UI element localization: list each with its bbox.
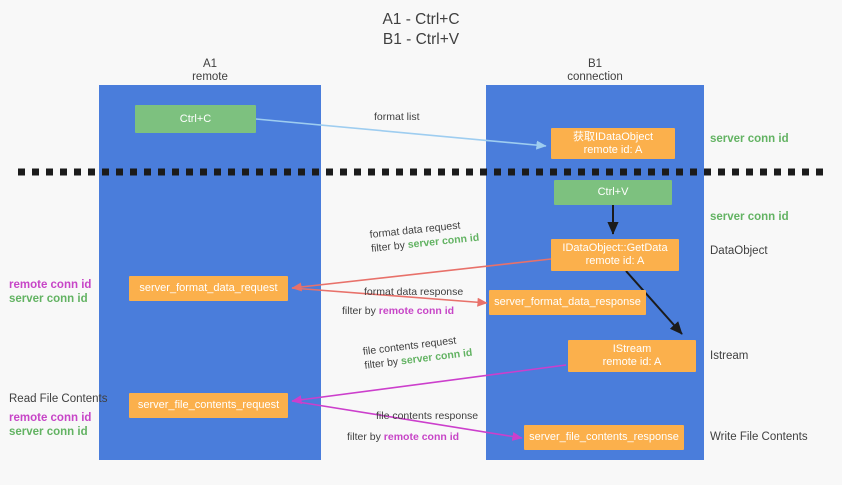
- column-header-b1: B1 connection: [505, 58, 685, 84]
- column-header-b1-name: B1: [587, 58, 603, 70]
- edge-label-format-list: format list: [374, 110, 420, 124]
- edge-label-format-data-response-emphasis: remote conn id: [378, 305, 455, 317]
- column-header-a1-sub: remote: [192, 71, 228, 83]
- node-server-format-data-response-label: server_format_data_response: [494, 296, 641, 308]
- node-server-file-contents-request-label: server_file_contents_request: [137, 399, 280, 411]
- right-label-dataobject: DataObject: [710, 245, 768, 257]
- node-get-idataobject-line2: remote id: A: [583, 143, 643, 156]
- column-header-a1-name: A1: [202, 58, 218, 70]
- left-label-format-remote-conn-id: remote conn id: [9, 279, 92, 291]
- node-ctrl-c[interactable]: Ctrl+C: [135, 105, 256, 133]
- node-server-format-data-response[interactable]: server_format_data_response: [489, 290, 646, 315]
- node-server-file-contents-request[interactable]: server_file_contents_request: [129, 393, 288, 418]
- edge-label-file-contents-response-line2: filter by remote conn id: [347, 430, 478, 444]
- edge-label-format-list-line1: format list: [374, 111, 420, 123]
- edge-label-format-data-response: format data response filter by remote co…: [342, 285, 464, 318]
- title-line-2: B1 - Ctrl+V: [382, 31, 460, 48]
- title-line-1: A1 - Ctrl+C: [382, 11, 460, 28]
- right-label-server-conn-id-second: server conn id: [710, 211, 789, 223]
- edge-label-format-data-request: format data request filter by server con…: [369, 217, 480, 256]
- node-server-file-contents-response-label: server_file_contents_response: [529, 431, 679, 443]
- edge-label-file-contents-response: file contents response filter by remote …: [347, 409, 479, 444]
- node-get-idataobject-line1: 获取IDataObject: [572, 130, 654, 143]
- node-ctrl-c-label: Ctrl+C: [179, 112, 212, 125]
- edge-label-format-data-response-line2: filter by remote conn id: [342, 304, 463, 318]
- page-title: A1 - Ctrl+C B1 - Ctrl+V: [0, 10, 842, 50]
- edge-label-format-data-request-prefix: filter by: [370, 239, 409, 255]
- node-server-format-data-request-label: server_format_data_request: [139, 282, 278, 294]
- left-label-file-server-conn-id: server conn id: [9, 426, 88, 438]
- left-label-read-file-contents: Read File Contents: [9, 393, 108, 405]
- edge-label-file-contents-response-line1: file contents response: [376, 410, 479, 422]
- node-istream[interactable]: IStream remote id: A: [568, 340, 696, 372]
- node-ctrl-v-label: Ctrl+V: [597, 186, 629, 198]
- left-label-format-server-conn-id: server conn id: [9, 293, 88, 305]
- edge-label-file-contents-response-prefix: filter by: [347, 431, 384, 443]
- node-istream-line1: IStream: [612, 343, 652, 355]
- column-header-a1: A1 remote: [120, 58, 300, 84]
- left-label-file-remote-conn-id: remote conn id: [9, 412, 92, 424]
- edge-label-file-contents-request: file contents request filter by server c…: [362, 332, 473, 373]
- node-istream-line2: remote id: A: [602, 356, 662, 368]
- node-idataobject-getdata[interactable]: IDataObject::GetData remote id: A: [551, 239, 679, 271]
- node-ctrl-v[interactable]: Ctrl+V: [554, 180, 672, 205]
- edge-label-file-contents-request-prefix: filter by: [363, 355, 402, 372]
- edge-label-format-data-response-prefix: filter by: [342, 305, 379, 317]
- node-idataobject-getdata-line2: remote id: A: [585, 255, 645, 267]
- node-server-format-data-request[interactable]: server_format_data_request: [129, 276, 288, 301]
- right-label-server-conn-id-top: server conn id: [710, 133, 789, 145]
- edge-label-file-contents-response-emphasis: remote conn id: [383, 431, 460, 443]
- column-header-b1-sub: connection: [567, 71, 623, 83]
- right-label-istream: Istream: [710, 350, 749, 362]
- edge-label-format-data-response-line1: format data response: [364, 286, 464, 298]
- right-label-write-file-contents: Write File Contents: [710, 431, 808, 443]
- node-server-file-contents-response[interactable]: server_file_contents_response: [524, 425, 684, 450]
- node-get-idataobject[interactable]: 获取IDataObject remote id: A: [551, 128, 675, 159]
- node-idataobject-getdata-line1: IDataObject::GetData: [562, 242, 668, 254]
